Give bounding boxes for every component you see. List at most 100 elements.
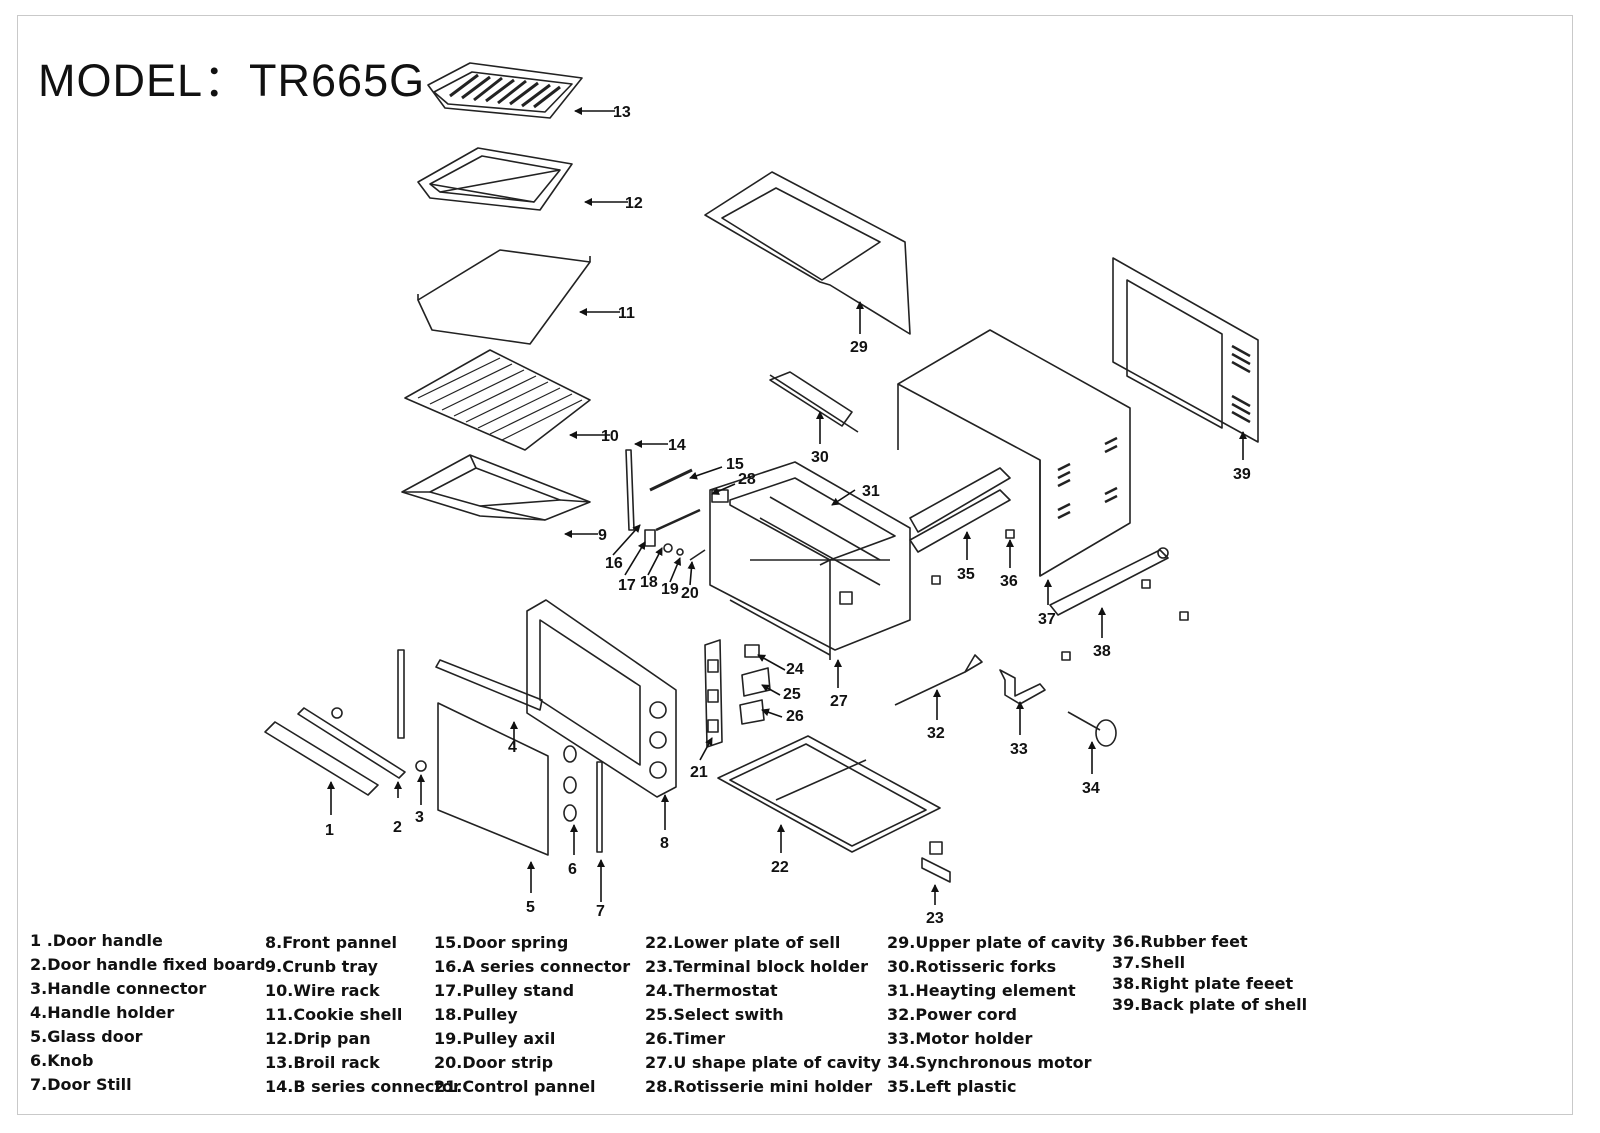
callout-35: 35 — [957, 566, 975, 583]
legend-item: 10.Wire rack — [265, 981, 380, 1000]
door-handle — [264, 707, 427, 796]
legend-item: 19.Pulley axil — [434, 1029, 556, 1048]
crumb-tray — [401, 454, 591, 521]
legend-item: 16.A series connector — [434, 957, 631, 976]
legend-item: 22.Lower plate of sell — [645, 933, 841, 952]
callout-6: 6 — [568, 861, 577, 878]
legend-column-1: 1 .Door handle 2.Door handle fixed board… — [30, 929, 266, 1097]
callout-27: 27 — [830, 693, 848, 710]
legend-item: 34.Synchronous motor — [887, 1053, 1092, 1072]
legend-item: 39.Back plate of shell — [1112, 995, 1308, 1014]
front-panel — [526, 599, 677, 798]
legend-item: 12.Drip pan — [265, 1029, 371, 1048]
callout-3: 3 — [415, 809, 424, 826]
left-plastic — [909, 467, 1011, 553]
legend-column-3: 15.Door spring 16.A series connector 17.… — [434, 931, 630, 1099]
legend-item: 13.Broil rack — [265, 1053, 380, 1072]
glass-door — [437, 702, 549, 856]
callout-23: 23 — [926, 910, 944, 927]
rotisserie-forks — [769, 371, 859, 433]
legend-item: 33.Motor holder — [887, 1029, 1033, 1048]
model-title: MODEL：TR665G — [38, 55, 426, 106]
legend-item: 9.Crunb tray — [265, 957, 378, 976]
drawing-border — [17, 15, 1573, 1115]
control-panel — [704, 639, 723, 748]
callout-9: 9 — [598, 527, 607, 544]
legend-item: 7.Door Still — [30, 1075, 132, 1094]
cavity-frame — [709, 461, 911, 660]
legend-item: 6.Knob — [30, 1051, 94, 1070]
callout-26: 26 — [786, 708, 804, 725]
callout-10: 10 — [601, 428, 619, 445]
callout-2: 2 — [393, 819, 402, 836]
power-cord — [894, 654, 983, 706]
legend-item: 2.Door handle fixed board — [30, 955, 266, 974]
callout-14: 14 — [668, 437, 686, 454]
callout-1: 1 — [325, 822, 334, 839]
callout-21: 21 — [690, 764, 708, 781]
knobs — [563, 745, 577, 822]
synchronous-motor — [1067, 711, 1117, 747]
shell — [897, 329, 1131, 577]
legend-item: 3.Handle connector — [30, 979, 207, 998]
callout-39: 39 — [1233, 466, 1251, 483]
legend-item: 23.Terminal block holder — [645, 957, 868, 976]
callout-13: 13 — [613, 104, 631, 121]
callout-34: 34 — [1082, 780, 1100, 797]
legend-item: 31.Heayting element — [887, 981, 1076, 1000]
callout-17: 17 — [618, 577, 636, 594]
legend-item: 36.Rubber feet — [1112, 932, 1248, 951]
callout-22: 22 — [771, 859, 789, 876]
legend-item: 20.Door strip — [434, 1053, 554, 1072]
back-plate-of-shell — [1112, 257, 1259, 443]
callout-30: 30 — [811, 449, 829, 466]
legend-item: 35.Left plastic — [887, 1077, 1017, 1096]
terminal-block-holder — [921, 841, 951, 883]
legend-item: 24.Thermostat — [645, 981, 778, 1000]
callout-28: 28 — [738, 471, 756, 488]
legend-item: 27.U shape plate of cavity — [645, 1053, 882, 1072]
legend-column-4: 22.Lower plate of sell 23.Terminal block… — [645, 931, 881, 1099]
legend-item: 29.Upper plate of cavity — [887, 933, 1106, 952]
legend-item: 8.Front pannel — [265, 933, 397, 952]
callout-12: 12 — [625, 195, 643, 212]
callout-15: 15 — [726, 456, 744, 473]
door-spring-connectors — [625, 449, 729, 561]
callout-31: 31 — [862, 483, 880, 500]
legend-column-5: 29.Upper plate of cavity 30.Rotisseric f… — [887, 931, 1105, 1099]
legend-item: 17.Pulley stand — [434, 981, 575, 1000]
callout-20: 20 — [681, 585, 699, 602]
callout-4: 4 — [508, 739, 517, 756]
legend-item: 18.Pulley — [434, 1005, 518, 1024]
legend-item: 11.Cookie shell — [265, 1005, 403, 1024]
callout-16: 16 — [605, 555, 623, 572]
callout-38: 38 — [1093, 643, 1111, 660]
drip-pan — [417, 147, 573, 211]
legend-item: 14.B series connector — [265, 1077, 461, 1096]
legend-item: 32.Power cord — [887, 1005, 1017, 1024]
callout-18: 18 — [640, 574, 658, 591]
handle-holder — [435, 659, 543, 711]
callout-24: 24 — [786, 661, 804, 678]
callout-19: 19 — [661, 581, 679, 598]
callout-11: 11 — [618, 305, 635, 322]
upper-plate-of-cavity — [704, 171, 911, 335]
legend-item: 25.Select swith — [645, 1005, 784, 1024]
legend-column-2: 8.Front pannel 9.Crunb tray 10.Wire rack… — [265, 931, 461, 1099]
legend-item: 21.Control pannel — [434, 1077, 596, 1096]
legend-item: 26.Timer — [645, 1029, 726, 1048]
callout-29: 29 — [850, 339, 868, 356]
legend-item: 15.Door spring — [434, 933, 569, 952]
legend-item: 5.Glass door — [30, 1027, 143, 1046]
door-still — [397, 649, 603, 853]
legend-item: 37.Shell — [1112, 953, 1186, 972]
thermostat-switch-timer — [739, 644, 771, 725]
callout-numbers: 1 2 3 4 5 6 7 8 9 10 11 12 13 14 15 16 1… — [325, 104, 1251, 927]
callout-7: 7 — [596, 903, 605, 920]
motor-holder — [999, 669, 1046, 705]
lower-plate — [717, 735, 941, 853]
callout-8: 8 — [660, 835, 669, 852]
cookie-shell — [417, 249, 591, 345]
legend-item: 1 .Door handle — [30, 931, 163, 950]
